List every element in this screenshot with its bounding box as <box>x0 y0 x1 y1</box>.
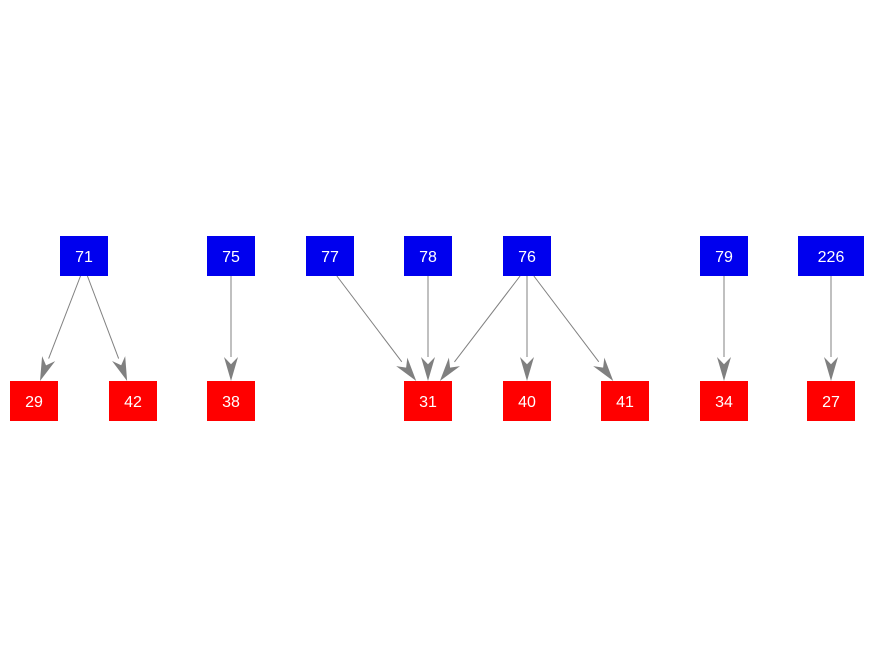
node-71: 71 <box>60 236 108 276</box>
node-label: 78 <box>419 249 437 266</box>
node-label: 31 <box>419 394 437 411</box>
node-box <box>404 236 452 276</box>
node-38: 38 <box>207 381 255 421</box>
node-box <box>700 381 748 421</box>
node-34: 34 <box>700 381 748 421</box>
node-label: 41 <box>616 394 634 411</box>
arrowhead-icon <box>224 357 238 381</box>
node-226: 226 <box>798 236 864 276</box>
node-41: 41 <box>601 381 649 421</box>
node-box <box>207 236 255 276</box>
edge-76-to-41 <box>533 275 614 381</box>
node-box <box>798 236 864 276</box>
edge-79-to-34 <box>717 276 731 381</box>
edge-75-to-38 <box>224 276 238 381</box>
edge-line <box>48 275 81 359</box>
node-29: 29 <box>10 381 58 421</box>
arrowhead-icon <box>421 357 435 381</box>
node-79: 79 <box>700 236 748 276</box>
node-box <box>700 236 748 276</box>
edge-line <box>533 275 600 363</box>
edge-78-to-31 <box>421 276 435 381</box>
edge-76-to-40 <box>520 276 534 381</box>
edge-line <box>86 275 120 359</box>
edge-line <box>336 275 403 363</box>
node-75: 75 <box>207 236 255 276</box>
node-box <box>404 381 452 421</box>
edge-77-to-31 <box>336 275 417 381</box>
node-78: 78 <box>404 236 452 276</box>
node-label: 38 <box>222 394 240 411</box>
edge-76-to-31 <box>439 275 521 381</box>
node-box <box>807 381 855 421</box>
arrowhead-icon <box>717 357 731 381</box>
node-box <box>60 236 108 276</box>
arrowhead-icon <box>520 357 534 381</box>
node-box <box>306 236 354 276</box>
node-label: 34 <box>715 394 733 411</box>
node-label: 40 <box>518 394 536 411</box>
arrowhead-icon <box>593 357 614 381</box>
node-label: 79 <box>715 249 733 266</box>
node-label: 71 <box>75 249 93 266</box>
arrowhead-icon <box>396 357 417 381</box>
node-box <box>109 381 157 421</box>
edge-71-to-42 <box>86 275 128 381</box>
edges-layer <box>40 275 838 381</box>
node-box <box>503 381 551 421</box>
node-box <box>601 381 649 421</box>
node-76: 76 <box>503 236 551 276</box>
node-box <box>10 381 58 421</box>
nodes-layer: 71 75 77 78 76 79 226 29 42 38 31 40 41 34 27 <box>10 236 864 421</box>
node-label: 42 <box>124 394 142 411</box>
arrowhead-icon <box>439 357 461 381</box>
node-27: 27 <box>807 381 855 421</box>
edge-226-to-27 <box>824 276 838 381</box>
node-label: 76 <box>518 249 536 266</box>
node-label: 27 <box>822 394 840 411</box>
node-label: 226 <box>818 249 845 266</box>
node-label: 77 <box>321 249 339 266</box>
node-label: 29 <box>25 394 43 411</box>
edge-line <box>454 275 521 363</box>
node-label: 75 <box>222 249 240 266</box>
edge-71-to-29 <box>40 275 81 381</box>
node-31: 31 <box>404 381 452 421</box>
arrowhead-icon <box>40 356 56 381</box>
node-77: 77 <box>306 236 354 276</box>
node-box <box>503 236 551 276</box>
node-40: 40 <box>503 381 551 421</box>
arrowhead-icon <box>824 357 838 381</box>
node-box <box>207 381 255 421</box>
node-42: 42 <box>109 381 157 421</box>
arrowhead-icon <box>112 356 128 381</box>
